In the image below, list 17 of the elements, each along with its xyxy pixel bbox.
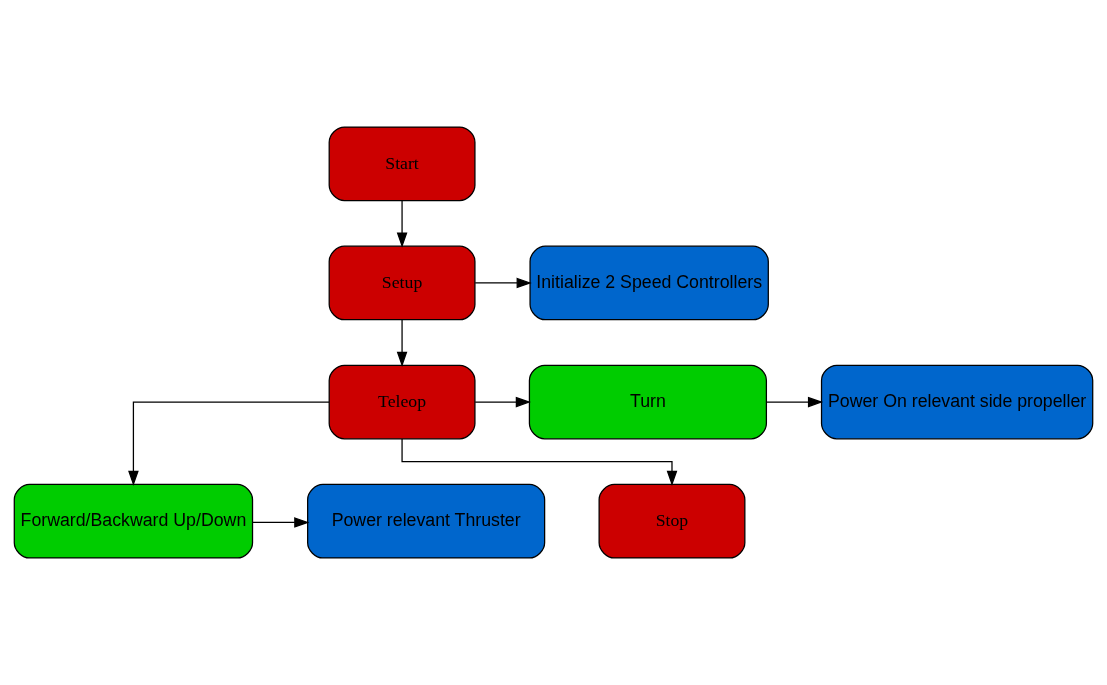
node-box: Initialize 2 Speed Controllers <box>529 245 769 321</box>
node-box: Stop <box>598 483 746 559</box>
arrow <box>128 401 330 487</box>
arrow <box>396 319 408 367</box>
arrow <box>252 517 310 528</box>
arrow <box>396 200 408 248</box>
node-box: Start <box>328 126 476 202</box>
node-box: Forward/Backward Up/Down <box>13 483 254 559</box>
arrow <box>474 396 531 408</box>
node-box: Setup <box>328 245 476 321</box>
arrow <box>401 438 678 487</box>
arrow <box>474 277 532 289</box>
node-box: Power On relevant side propeller <box>820 364 1094 440</box>
arrow <box>765 396 824 408</box>
node-box: Teleop <box>328 364 476 440</box>
node-box: Power relevant Thruster <box>307 483 546 559</box>
node-box: Turn <box>528 364 768 440</box>
